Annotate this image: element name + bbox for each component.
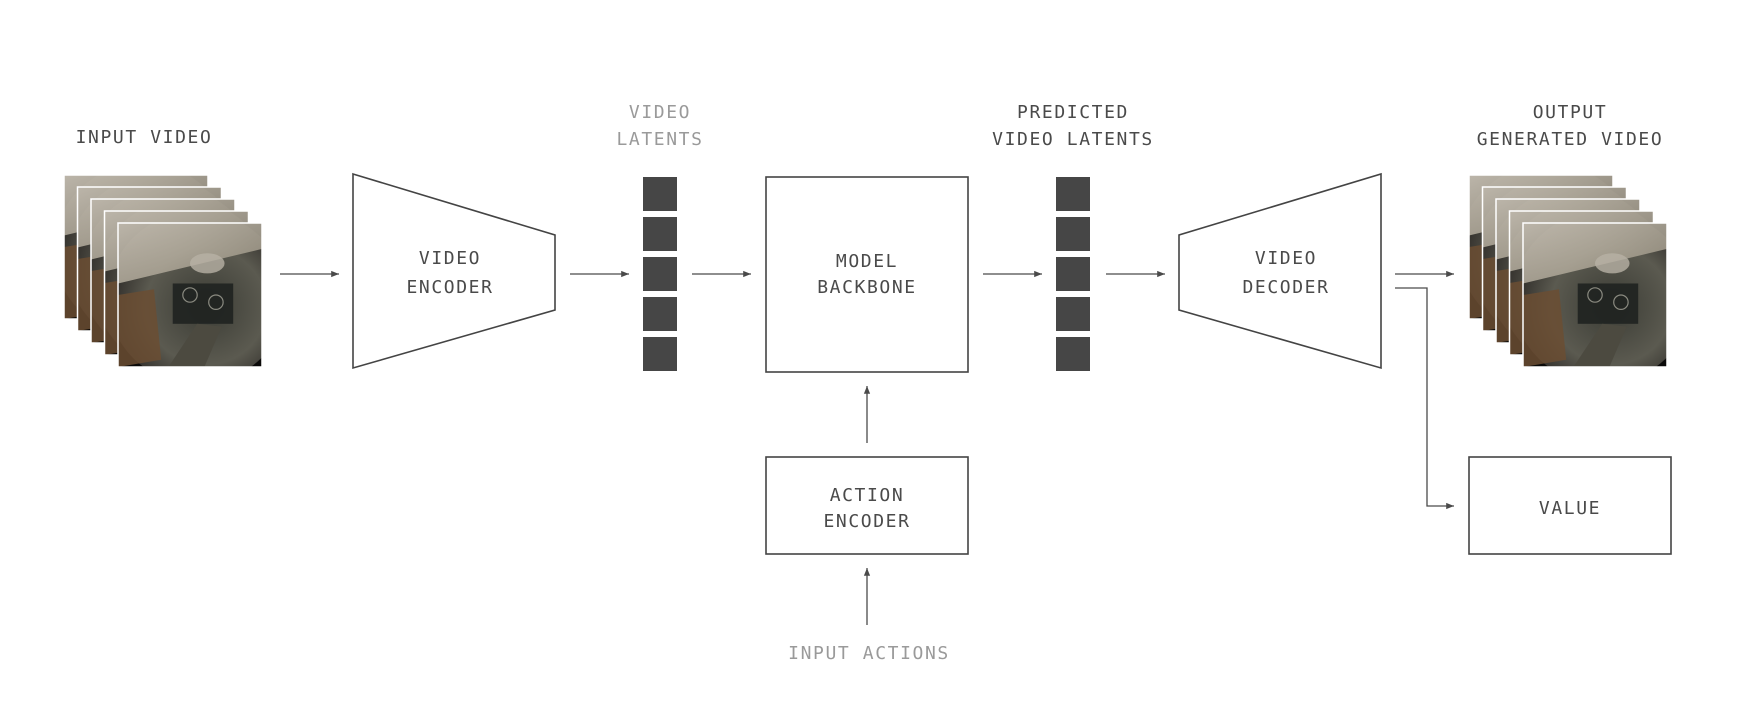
video-latents-label-line1: VIDEO [629,102,691,123]
video-latents [643,177,677,371]
predicted-latents-label-line2: VIDEO LATENTS [992,129,1154,150]
video-latent-token [643,337,677,371]
predicted-latent-token [1056,337,1090,371]
predicted-latent-token [1056,257,1090,291]
input-video-label: INPUT VIDEO [76,127,213,148]
model-backbone-label-line2: BACKBONE [817,277,917,298]
model-backbone-block [765,176,969,373]
predicted-latent-token [1056,217,1090,251]
output-video-frames [1468,174,1668,368]
action-encoder-label-line2: ENCODER [823,511,910,532]
input-actions-label: INPUT ACTIONS [788,643,950,664]
video-decoder-block [1178,172,1382,370]
video-decoder-label-line2: DECODER [1242,277,1329,298]
value-label: VALUE [1539,498,1601,519]
output-video-label-line2: GENERATED VIDEO [1477,129,1664,150]
predicted-video-latents [1056,177,1090,371]
video-latent-token [643,177,677,211]
arrow-decoder-to-value [1395,287,1454,510]
predicted-latent-token [1056,177,1090,211]
input-video-frame [117,222,263,368]
value-block [1468,456,1672,555]
predicted-latent-token [1056,297,1090,331]
video-latent-token [643,297,677,331]
predicted-latents-label-line1: PREDICTED [1017,102,1129,123]
video-encoder-label-line1: VIDEO [419,248,481,269]
model-backbone-label-line1: MODEL [836,251,898,272]
video-latent-token [643,257,677,291]
video-encoder-block [352,172,556,370]
output-video-label-line1: OUTPUT [1533,102,1608,123]
action-encoder-block [765,456,969,555]
video-decoder-label-line1: VIDEO [1255,248,1317,269]
video-latents-label-line2: LATENTS [616,129,703,150]
input-video-frames [63,174,263,368]
video-latent-token [643,217,677,251]
action-encoder-label-line1: ACTION [830,485,905,506]
video-encoder-label-line2: ENCODER [406,277,493,298]
output-video-frame [1522,222,1668,368]
